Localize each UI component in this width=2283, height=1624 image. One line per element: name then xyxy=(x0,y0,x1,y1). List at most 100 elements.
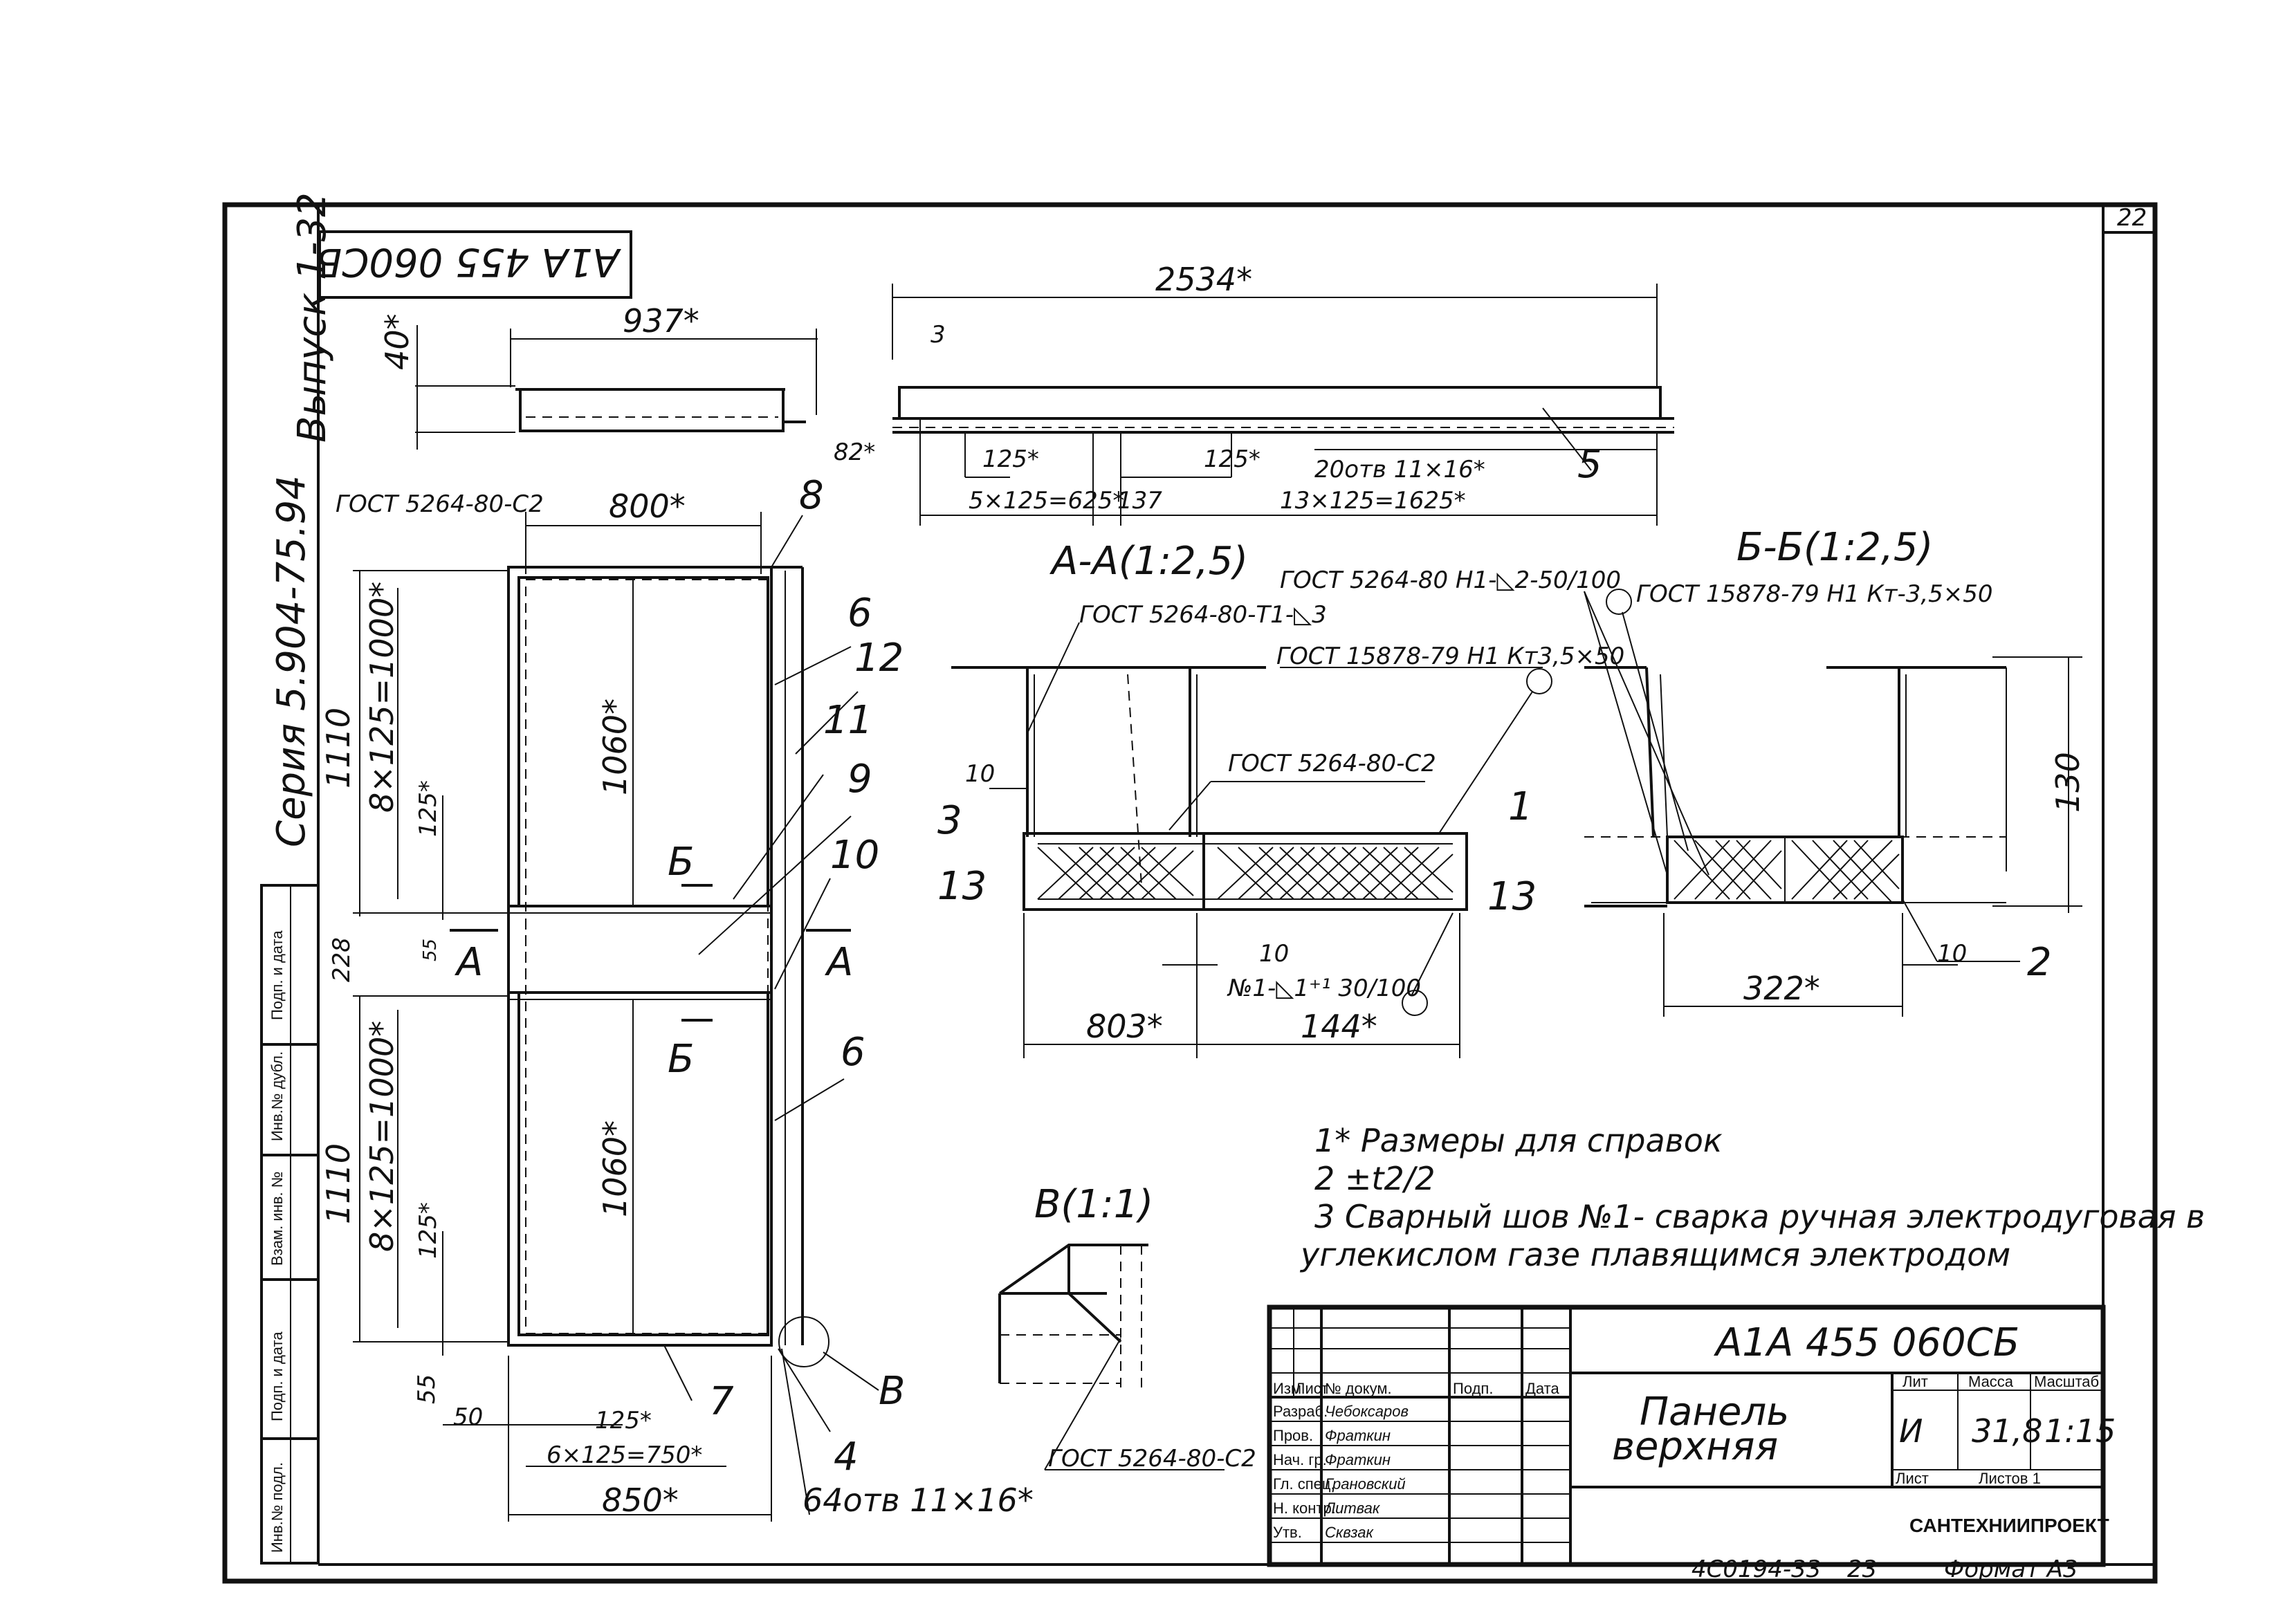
side-inv-podl: Инв.№ подл. xyxy=(268,1462,286,1553)
main-chain1: 8×125=1000* xyxy=(363,582,401,813)
row4-role: Гл. спец. xyxy=(1273,1475,1335,1493)
title-designation: А1А 455 060СБ xyxy=(1714,1320,2019,1365)
lit-label: Лит xyxy=(1902,1373,1928,1390)
sheet-label: Лист xyxy=(1896,1470,1929,1487)
section-aa-pos1: 1 xyxy=(1508,784,1533,829)
main-pos4: 4 xyxy=(834,1434,859,1479)
top-left-height: 40* xyxy=(378,313,416,370)
rotated-code-box xyxy=(318,230,632,299)
detail-v-drawing xyxy=(998,1244,1225,1470)
footer-inv: 4C0194-33 xyxy=(1691,1556,1821,1583)
detail-v-title: В(1:1) xyxy=(1034,1182,1153,1227)
col-doc: № докум. xyxy=(1325,1380,1392,1397)
scale-value: 1:15 xyxy=(2044,1412,2116,1450)
title-name-line2: верхняя xyxy=(1612,1424,1778,1469)
section-aa-drawing xyxy=(951,622,1552,1058)
top-right-length: 2534* xyxy=(1155,261,1252,298)
sheet-number: 22 xyxy=(2117,204,2147,232)
section-aa-w144: 144* xyxy=(1301,1008,1377,1045)
main-sec-a-left: А xyxy=(455,940,483,985)
row5-name: Литвак xyxy=(1323,1500,1381,1517)
row1-name: Чебоксаров xyxy=(1325,1403,1409,1420)
main-pos6a: 6 xyxy=(847,591,872,636)
top-right-view xyxy=(892,284,1674,526)
section-bb-h130: 130 xyxy=(2049,752,2087,813)
section-bb-title: Б-Б(1:2,5) xyxy=(1736,525,1933,570)
note-1: 1* Размеры для справок xyxy=(1314,1122,1723,1159)
main-holes: 64отв 11×16* xyxy=(803,1482,1034,1519)
top-right-gap: 137 xyxy=(1117,487,1162,515)
series-label: Серия 5.904-75.94 xyxy=(269,475,314,847)
row6-role: Утв. xyxy=(1273,1524,1302,1541)
side-stamp xyxy=(260,884,320,1565)
main-pos9: 9 xyxy=(847,757,872,802)
main-pos10: 10 xyxy=(830,833,879,878)
section-bb-d10: 10 xyxy=(1937,940,1967,968)
row2-name: Фраткин xyxy=(1325,1427,1391,1444)
main-panel-view xyxy=(353,512,879,1522)
top-right-holes: 20отв 11×16* xyxy=(1314,456,1485,483)
row4-name: Грановский xyxy=(1325,1475,1406,1493)
main-d55a: 55 xyxy=(420,939,441,961)
mass-value: 31,8 xyxy=(1972,1412,2042,1450)
sheets-label: Листов 1 xyxy=(1979,1470,2041,1487)
row6-name: Сквзак xyxy=(1325,1524,1374,1541)
note-3: 3 Сварный шов №1- сварка ручная электрод… xyxy=(1314,1198,2205,1235)
main-pos7: 7 xyxy=(709,1379,734,1424)
top-right-pos5: 5 xyxy=(1577,442,1602,487)
row3-role: Нач. гр. xyxy=(1273,1451,1327,1468)
main-inner2: 1060* xyxy=(596,1120,634,1217)
section-aa-weld3: ГОСТ 5264-80-С2 xyxy=(1228,750,1436,777)
main-h2: 1110 xyxy=(320,1143,357,1224)
top-right-pitch-b: 125* xyxy=(1204,445,1260,473)
main-pos11: 11 xyxy=(823,698,872,743)
section-bb-pos2: 2 xyxy=(2027,940,2052,985)
col-list: Лист xyxy=(1295,1380,1328,1397)
col-izm: Изм xyxy=(1273,1380,1301,1397)
main-width-bottom: 850* xyxy=(602,1482,679,1519)
mass-label: Масса xyxy=(1968,1373,2014,1390)
section-aa-pos3: 3 xyxy=(937,798,962,843)
top-right-edge: 82* xyxy=(834,439,875,466)
detail-v-weld: ГОСТ 5264-80-С2 xyxy=(1048,1445,1256,1473)
section-aa-weld1: ГОСТ 5264-80-Т1-◺3 xyxy=(1079,601,1327,629)
section-bb-weld1: ГОСТ 5264-80 Н1-◺2-50/100 xyxy=(1280,566,1621,594)
section-aa-w803: 803* xyxy=(1086,1008,1163,1045)
top-right-thick: 3 xyxy=(930,321,946,349)
side-inv-dubl: Инв.№ дубл. xyxy=(268,1051,286,1141)
side-vzam-inv: Взам. инв. № xyxy=(268,1172,286,1266)
main-p1: 125* xyxy=(414,780,442,837)
section-bb-drawing xyxy=(1584,589,2082,1017)
main-p2: 125* xyxy=(414,1202,442,1259)
top-right-chain-a: 5×125=625* xyxy=(969,487,1124,515)
section-bb-w322: 322* xyxy=(1743,970,1820,1007)
main-p3: 125* xyxy=(595,1407,652,1434)
main-pos8: 8 xyxy=(799,473,824,518)
lit-value: И xyxy=(1899,1412,1923,1450)
main-inner1: 1060* xyxy=(596,699,634,795)
main-weld-top: ГОСТ 5264-80-С2 xyxy=(336,490,544,518)
footer-page: 23 xyxy=(1847,1556,1877,1583)
title-block-grid xyxy=(1267,1304,2106,1567)
main-sec-a-right: А xyxy=(825,940,853,985)
section-aa-weld4: №1-◺1⁺¹ 30/100 xyxy=(1227,975,1421,1002)
section-bb-weld2: ГОСТ 15878-79 Н1 Кт-3,5×50 xyxy=(1636,580,1993,608)
top-left-width: 937* xyxy=(623,302,699,340)
row1-role: Разраб. xyxy=(1273,1403,1328,1420)
col-data: Дата xyxy=(1525,1380,1559,1397)
main-width-top: 800* xyxy=(609,488,686,525)
main-node-b: В xyxy=(879,1369,905,1414)
main-h1: 1110 xyxy=(320,708,357,788)
col-podp: Подп. xyxy=(1453,1380,1493,1397)
note-2: 2 ±t2/2 xyxy=(1314,1160,1436,1197)
main-d55b: 55 xyxy=(413,1374,441,1404)
org-name: САНТЕХНИИПРОЕКТ xyxy=(1909,1515,2109,1536)
section-aa-pos13a: 13 xyxy=(937,864,987,909)
footer-format: Формат А3 xyxy=(1944,1556,2078,1583)
side-podp-data-1: Подп. и дата xyxy=(268,930,286,1020)
issue-label: Выпуск 1-32 xyxy=(290,192,335,443)
row5-role: Н. контр. xyxy=(1273,1500,1336,1517)
row3-name: Фраткин xyxy=(1325,1451,1391,1468)
